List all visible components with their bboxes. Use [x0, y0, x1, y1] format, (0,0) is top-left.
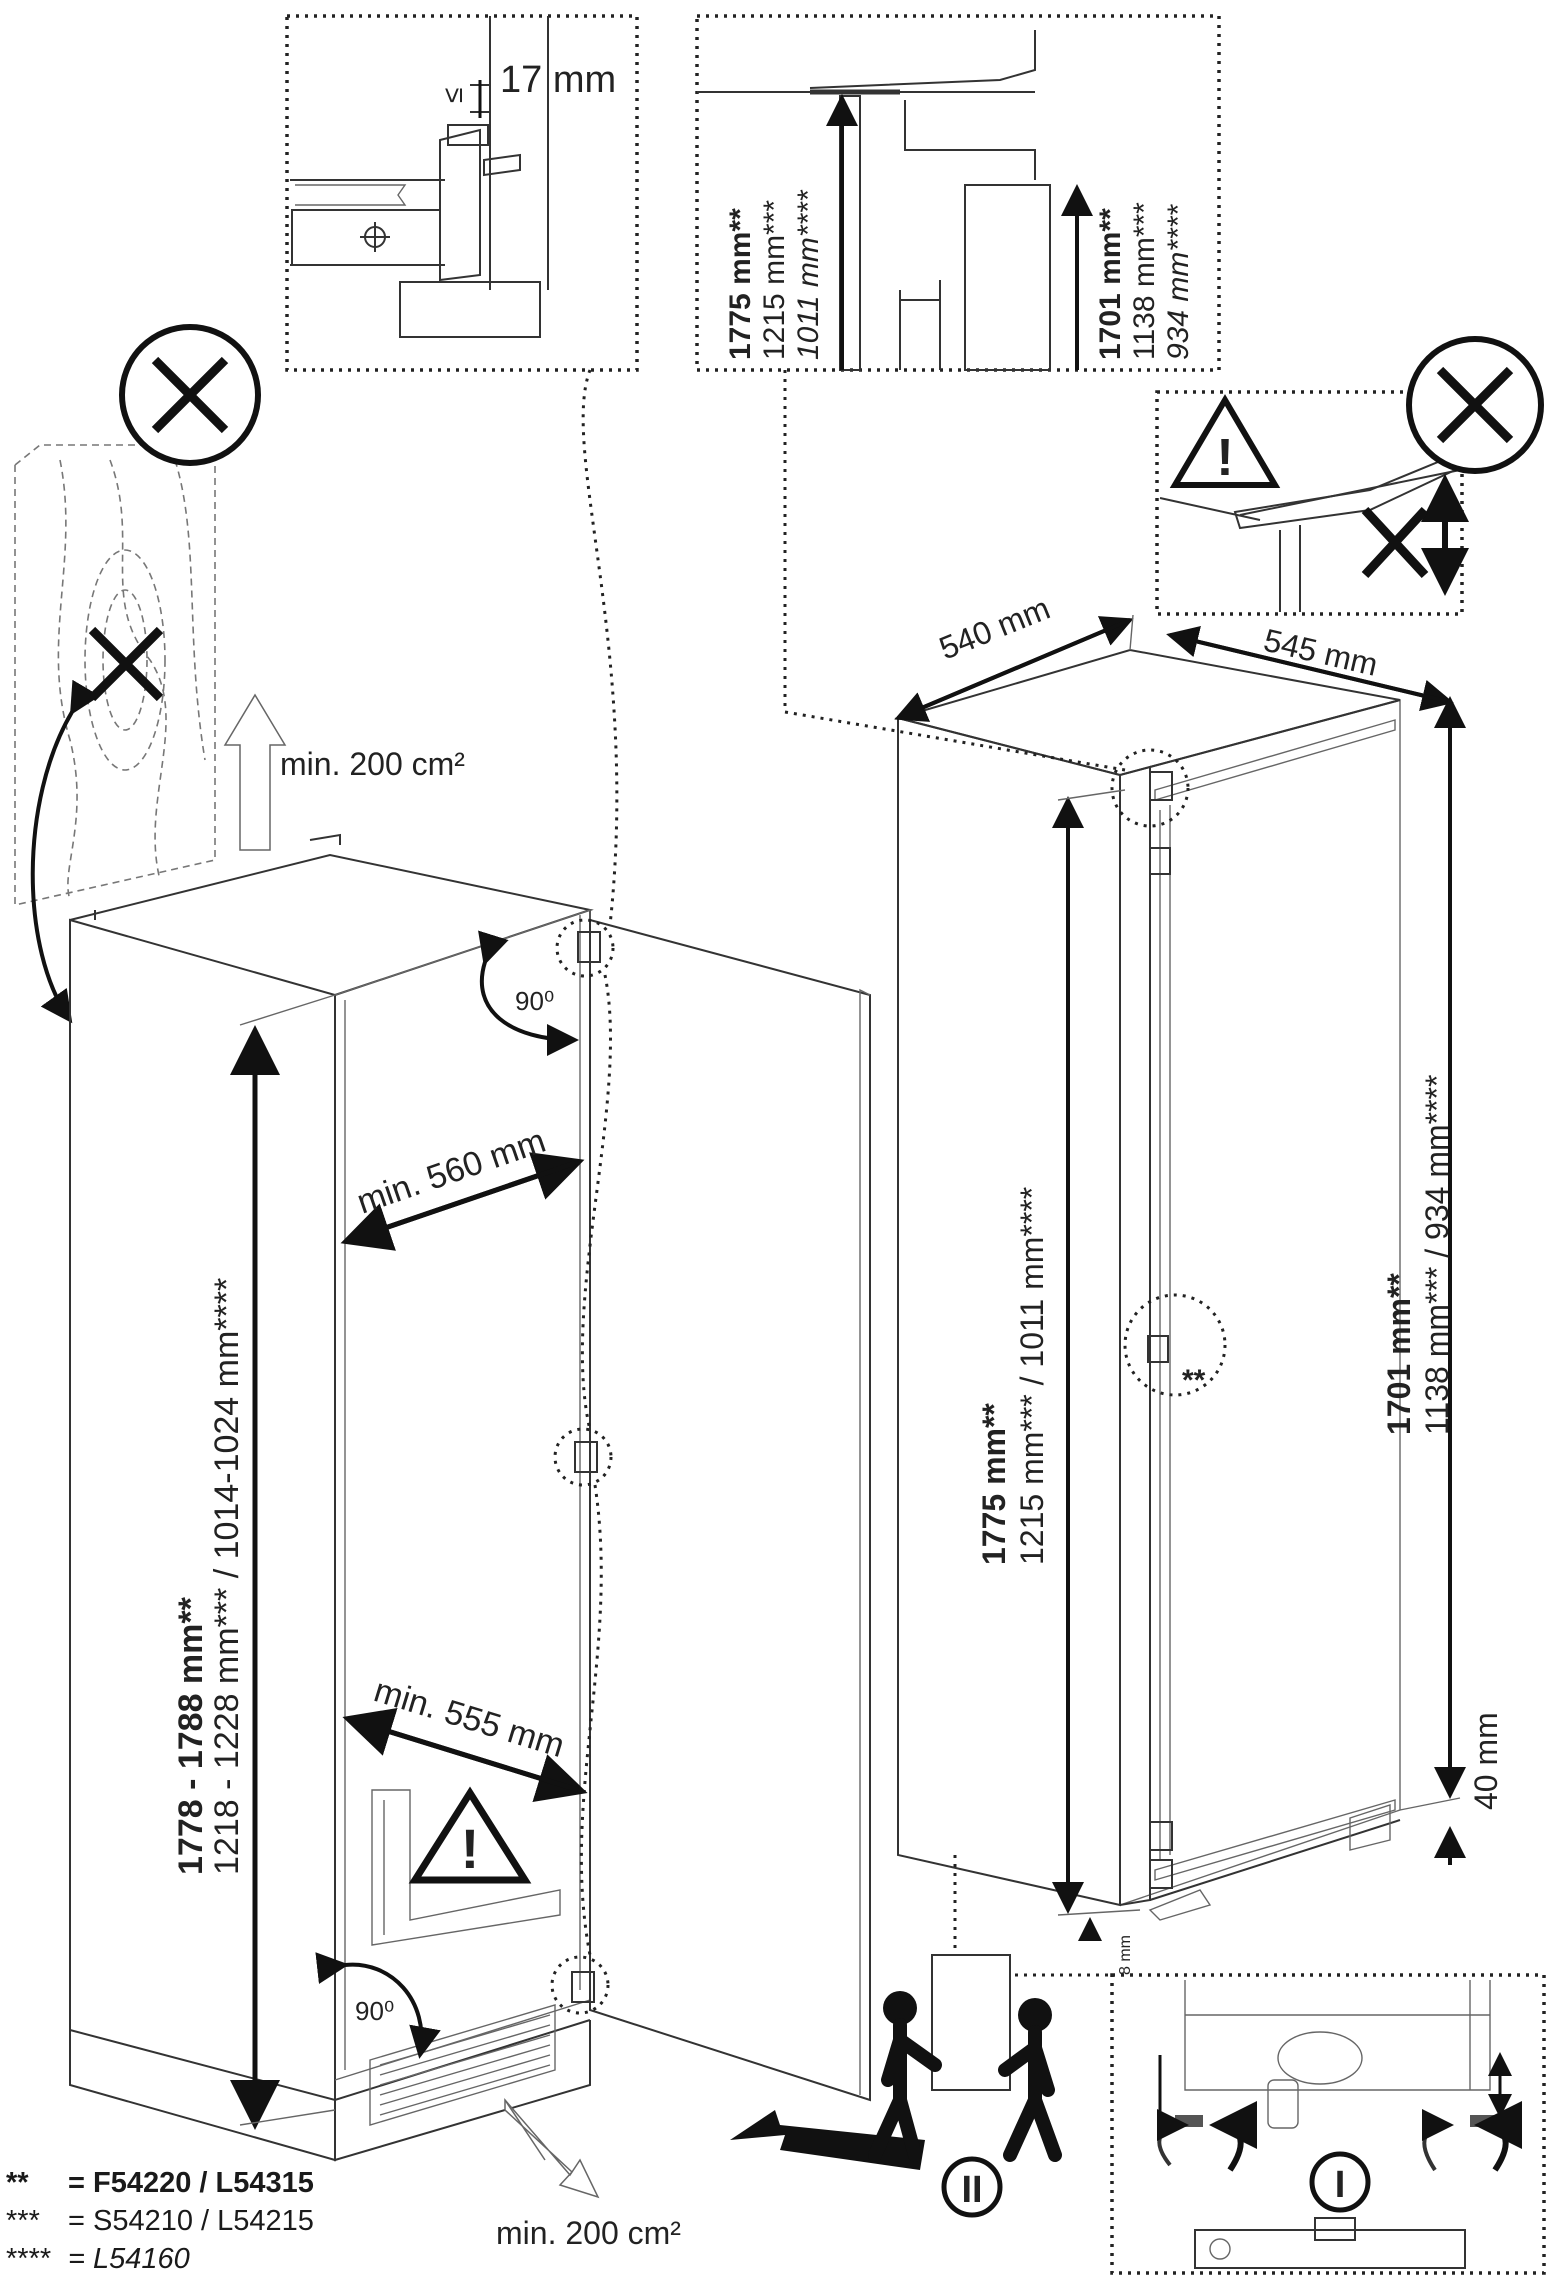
appliance: ** 540 mm 545 mm 1775 mm** 1215 mm*** / …: [783, 370, 1504, 1977]
angle-bottom: 90⁰: [355, 1996, 394, 2026]
detail-left-height-primary: 1775 mm**: [724, 208, 757, 360]
body-height-primary: 1701 mm**: [1381, 1273, 1417, 1435]
person-icon: [868, 2018, 942, 2162]
top-vent-label: min. 200 cm²: [280, 746, 465, 782]
carry-illustration: II: [730, 1954, 1062, 2218]
leveling-detail-panel: I: [1110, 1973, 1546, 2275]
hinge-marker: **: [1182, 1364, 1206, 1397]
legend-key: ***: [6, 2205, 40, 2237]
step-one-label: I: [1335, 2164, 1346, 2206]
gap-symbol: ≤: [437, 88, 468, 103]
legend-key: ****: [6, 2243, 52, 2275]
legend-value: = L54160: [68, 2243, 190, 2275]
niche-height-primary: 1778 - 1788 mm**: [172, 1596, 210, 1875]
hinge-bottom: [571, 1971, 595, 2003]
vent-grille: [379, 2014, 551, 2116]
plinth-height: 40 mm: [1468, 1712, 1504, 1810]
warning-detail-panel: !: [1155, 336, 1544, 616]
angle-top: 90⁰: [515, 986, 554, 1016]
detail-left-height-tertiary: 1011 mm****: [792, 189, 825, 360]
legend-row: ** = F54220 / L54315: [6, 2164, 314, 2202]
warning-icon: [408, 1786, 532, 1884]
appliance-depth: 545 mm: [1260, 622, 1381, 683]
appliance-width: 540 mm: [934, 590, 1055, 667]
svg-text:1775 mm** 1215 mm*** / 1: 1775 mm** 1215 mm*** / 1011 mm****: [976, 1187, 1050, 1565]
legend-row: *** = S54210 / L54215: [6, 2202, 314, 2240]
cross-icon: [88, 626, 164, 702]
niche-width-bottom: min. 555 mm: [370, 1671, 569, 1765]
warning-icon: !: [1216, 429, 1233, 487]
svg-text:1778 - 1788 mm** 1218 -: 1778 - 1788 mm** 1218 - 1228 mm*** / 101…: [172, 1278, 246, 1875]
wood-panel: min. 200 cm²: [14, 324, 465, 1024]
svg-text:!: !: [461, 1817, 480, 1880]
forbidden-icon: [1436, 366, 1514, 444]
hinge-gap-label: 17 mm: [500, 59, 616, 101]
legend-value: = F54220 / L54315: [68, 2167, 314, 2199]
hinge-middle: [574, 1441, 598, 1473]
door-height-secondary: 1215 mm*** / 1011 mm****: [1014, 1187, 1050, 1565]
detail-right-height-tertiary: 934 mm****: [1162, 204, 1195, 360]
hinge-detail-panel: ≤ 17 mm: [285, 14, 639, 372]
detail-right-height-secondary: 1138 mm***: [1128, 202, 1161, 360]
svg-text:1701 mm** 1138 mm*** / 9: 1701 mm** 1138 mm*** / 934 mm****: [1381, 1075, 1455, 1435]
model-legend: ** = F54220 / L54315 *** = S54210 / L54215…: [6, 2164, 314, 2278]
bottom-gap: 8 mm: [1117, 1935, 1134, 1975]
svg-text:1701 mm** 1138 mm***: 1701 mm** 1138 mm*** 934 mm****: [1094, 194, 1195, 360]
bottom-vent-label: min. 200 cm²: [496, 2215, 681, 2251]
step-two-label: II: [961, 2169, 982, 2211]
legend-key: **: [6, 2167, 29, 2199]
niche-height-secondary: 1218 - 1228 mm*** / 1014-1024 mm****: [208, 1278, 246, 1875]
forbidden-icon: [151, 356, 229, 434]
detail-left-height-secondary: 1215 mm***: [758, 200, 791, 360]
svg-text:1775 mm** 1215 mm***: 1775 mm** 1215 mm*** 1011 mm****: [724, 189, 825, 360]
legend-row: **** = L54160: [6, 2240, 314, 2278]
spirit-level-icon: [1194, 2229, 1466, 2269]
door-height-primary: 1775 mm**: [976, 1403, 1012, 1565]
height-detail-panel: 1775 mm** 1215 mm*** 1011 mm**** 1701 mm…: [695, 14, 1221, 372]
detail-right-height-primary: 1701 mm**: [1094, 208, 1127, 360]
person-icon: [998, 2025, 1062, 2162]
legend-value: = S54210 / L54215: [68, 2205, 314, 2237]
body-height-secondary: 1138 mm*** / 934 mm****: [1419, 1075, 1455, 1435]
niche-cabinet: ! 1778 - 1788 mm** 1218 - 1228 mm*** / 1…: [69, 369, 871, 2251]
